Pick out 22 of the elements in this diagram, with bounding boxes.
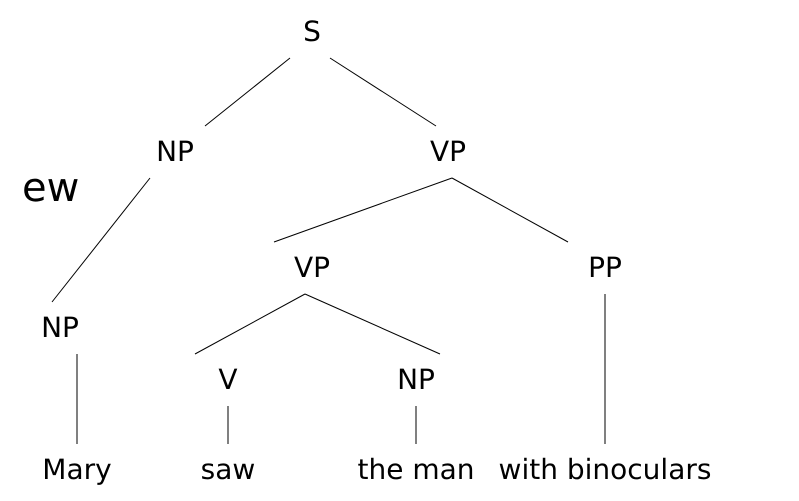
tree-branch-line [452, 178, 568, 242]
tree-branch-line [604, 294, 606, 444]
tree-branch-line [304, 294, 440, 354]
tree-branch-line [194, 294, 306, 354]
tree-branch-line [76, 354, 78, 444]
tree-branch-line [204, 58, 290, 126]
tree-node-label: the man [355, 444, 477, 496]
tree-node-label: NP [39, 302, 81, 354]
tree-node-label: NP [154, 126, 196, 178]
tree-branch-line [330, 58, 436, 126]
tree-node-label: with binoculars [496, 444, 714, 496]
tree-node-label: NP [395, 354, 437, 406]
tree-node-label: S [301, 6, 323, 58]
tree-node-label: saw [198, 444, 258, 496]
tree-node-label: VP [292, 242, 332, 294]
tree-node-label: PP [586, 242, 624, 294]
tree-node-label: Mary [40, 444, 114, 496]
tree-node-label: VP [428, 126, 468, 178]
tree-branch-line [52, 178, 150, 302]
tree-branch-line [274, 178, 452, 242]
tree-node-label: V [216, 354, 240, 406]
partial-text: ew [22, 168, 80, 208]
